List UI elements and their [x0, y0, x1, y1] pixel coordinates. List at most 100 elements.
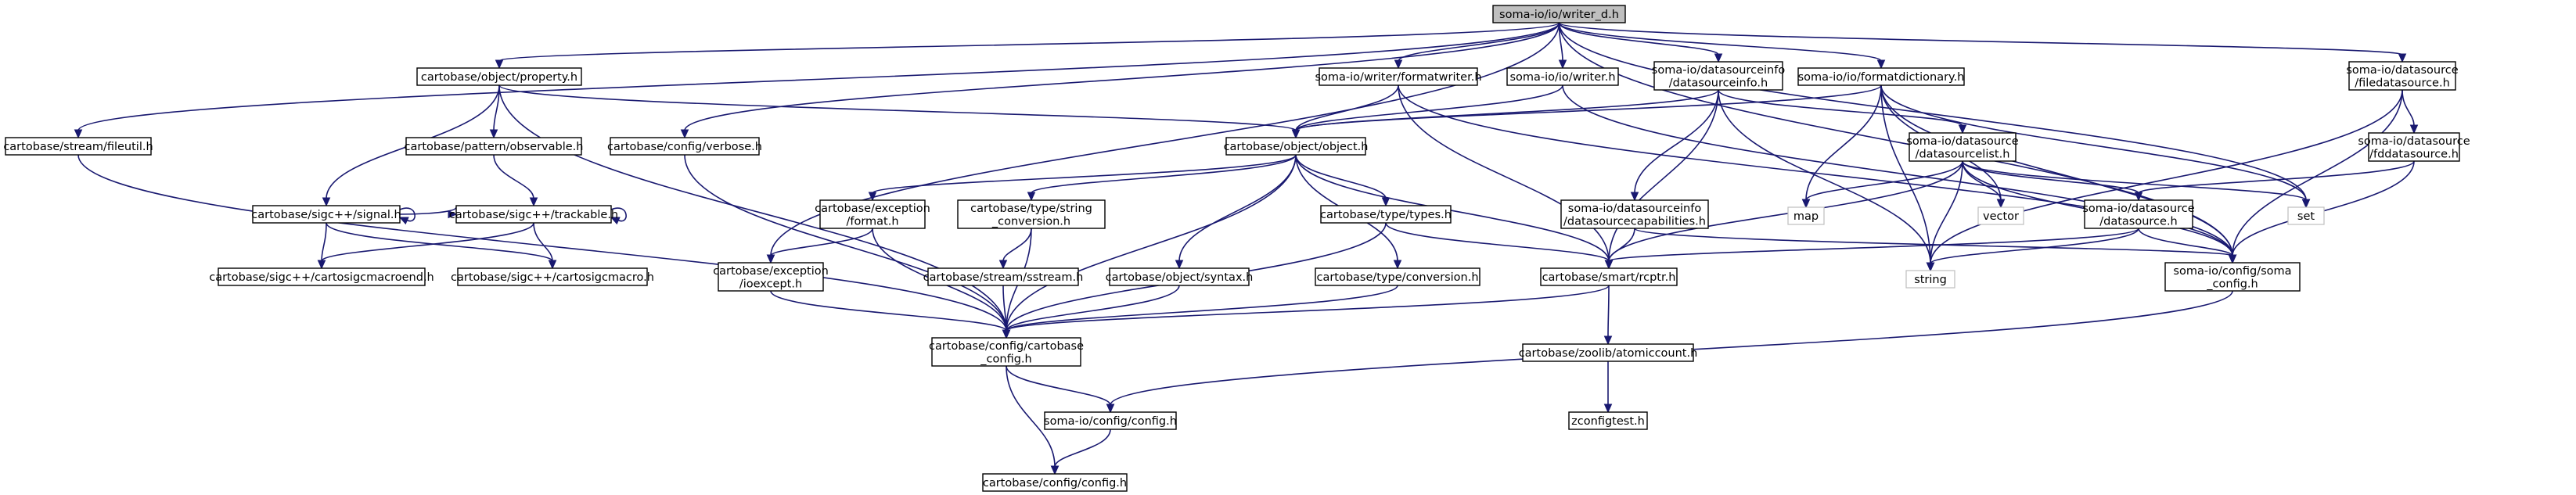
- node-somaconfig[interactable]: soma-io/config/soma_config.h: [2164, 262, 2301, 292]
- node-label: /datasourceinfo.h: [1669, 77, 1768, 89]
- node-dslist[interactable]: soma-io/datasource/datasourcelist.h: [1906, 132, 2019, 162]
- node-label: string: [1914, 274, 1947, 286]
- edge-filedatasource-to-string: [1926, 89, 2403, 272]
- node-syntax[interactable]: cartobase/object/syntax.h: [1106, 267, 1254, 286]
- node-label: soma-io/io/writer.h: [1509, 71, 1615, 84]
- node-box: [1560, 199, 1709, 229]
- node-box: [1540, 267, 1678, 286]
- edge-dslist-to-set: [1962, 160, 2311, 209]
- node-box: [252, 205, 401, 224]
- node-label: cartobase/sigc++/cartosigcmacro.h: [451, 271, 654, 284]
- node-label: /datasource.h: [2099, 215, 2178, 228]
- edge-verbose-to-cbconfig: [684, 154, 1011, 339]
- node-observable[interactable]: cartobase/pattern/observable.h: [405, 137, 584, 156]
- edge-dslist-to-map: [1801, 160, 1963, 209]
- node-label: set: [2297, 210, 2315, 223]
- node-label: cartobase/stream/fileutil.h: [3, 141, 153, 153]
- node-label: cartobase/config/config.h: [983, 477, 1127, 490]
- node-macro[interactable]: cartobase/sigc++/cartosigcmacro.h: [451, 267, 654, 286]
- edge-rcptr-to-cbconfig: [1002, 285, 1610, 339]
- edge-formatdict-to-somaconfig: [1880, 84, 2237, 264]
- node-label: /ioexcept.h: [739, 278, 802, 290]
- node-label: cartobase/sigc++/signal.h: [251, 209, 401, 221]
- node-cbconfigh[interactable]: cartobase/config/config.h: [982, 473, 1128, 492]
- node-label: cartobase/type/conversion.h: [1316, 271, 1478, 284]
- edge-dsinfo-to-dslist: [1718, 89, 1967, 135]
- node-label: cartobase/object/object.h: [1224, 141, 1369, 153]
- node-formatdict[interactable]: soma-io/io/formatdictionary.h: [1797, 67, 1965, 86]
- edge-dslist-to-vector: [1962, 160, 2006, 209]
- node-box: [2348, 61, 2456, 91]
- edge-dsinfo-to-dscaps: [1630, 89, 1719, 202]
- node-formatwriter[interactable]: soma-io/writer/formatwriter.h: [1315, 67, 1482, 86]
- node-object[interactable]: cartobase/object/object.h: [1224, 137, 1369, 156]
- edge-root-to-property: [495, 22, 1560, 70]
- node-filedatasource[interactable]: soma-io/datasource/filedatasource.h: [2346, 61, 2459, 91]
- node-root[interactable]: soma-io/io/writer_d.h: [1492, 5, 1626, 23]
- node-label: soma-io/datasource: [2082, 203, 2194, 215]
- node-box: [218, 267, 426, 286]
- node-label: soma-io/config/soma: [2173, 265, 2291, 278]
- node-box: [1522, 343, 1694, 362]
- node-box: [1315, 267, 1480, 286]
- node-fddatasource[interactable]: soma-io/datasource/fddatasource.h: [2358, 132, 2470, 162]
- node-label: soma-io/io/formatdictionary.h: [1798, 71, 1965, 84]
- node-label: soma-io/datasource: [2346, 64, 2458, 77]
- node-box: [2368, 132, 2460, 162]
- node-label: /datasourcelist.h: [1916, 148, 2010, 160]
- node-label: /datasourcecapabilities.h: [1563, 215, 1706, 228]
- node-property[interactable]: cartobase/object/property.h: [416, 67, 582, 86]
- node-label: cartobase/config/cartobase: [929, 340, 1084, 353]
- node-label: cartobase/pattern/observable.h: [405, 141, 584, 153]
- node-vector: vector: [1977, 206, 2024, 225]
- edge-atomic-to-zconfig: [1603, 361, 1613, 414]
- node-atomic[interactable]: cartobase/zoolib/atomiccount.h: [1519, 343, 1698, 362]
- node-rcptr[interactable]: cartobase/smart/rcptr.h: [1540, 267, 1678, 286]
- node-label: cartobase/sigc++/trackable.h: [449, 209, 618, 221]
- node-label: soma-io/datasource: [1906, 135, 2018, 148]
- node-label: _config.h: [980, 353, 1031, 365]
- node-box: [5, 137, 152, 156]
- node-signal[interactable]: cartobase/sigc++/signal.h: [251, 205, 401, 224]
- node-trackable[interactable]: cartobase/sigc++/trackable.h: [449, 205, 618, 224]
- node-box: [1568, 411, 1648, 430]
- node-box: [931, 337, 1081, 367]
- node-verbose[interactable]: cartobase/config/verbose.h: [607, 137, 762, 156]
- node-box: [1319, 67, 1478, 86]
- edge-object-to-types: [1295, 154, 1391, 207]
- node-somaioconfig[interactable]: soma-io/config/config.h: [1044, 411, 1177, 430]
- node-types[interactable]: cartobase/type/types.h: [1320, 205, 1452, 224]
- edge-layer: [74, 22, 2419, 475]
- edge-signal-to-signal: [398, 207, 416, 225]
- node-box: [610, 137, 760, 156]
- edge-property-to-object: [498, 84, 1301, 139]
- node-label: _conversion.h: [991, 215, 1070, 228]
- node-excformat[interactable]: cartobase/exception/format.h: [815, 199, 930, 229]
- node-writer[interactable]: soma-io/io/writer.h: [1506, 67, 1619, 86]
- edge-conversion-to-cbconfig: [1002, 285, 1398, 339]
- node-label: soma-io/config/config.h: [1044, 415, 1177, 428]
- node-sstream[interactable]: cartobase/stream/sstream.h: [923, 267, 1084, 286]
- edge-object-to-syntax: [1175, 154, 1297, 270]
- node-label: cartobase/sigc++/cartosigcmacroend.h: [209, 271, 434, 284]
- node-dscaps[interactable]: soma-io/datasourceinfo/datasourcecapabil…: [1560, 199, 1709, 229]
- node-label: soma-io/datasourceinfo: [1568, 203, 1702, 215]
- node-string: string: [1905, 270, 1955, 289]
- node-dsinfo[interactable]: soma-io/datasourceinfo/datasourceinfo.h: [1652, 61, 1786, 91]
- node-stringconv[interactable]: cartobase/type/string_conversion.h: [957, 199, 1106, 229]
- node-cbconfig[interactable]: cartobase/config/cartobase_config.h: [929, 337, 1084, 367]
- node-fileutil[interactable]: cartobase/stream/fileutil.h: [3, 137, 153, 156]
- edge-syntax-to-cbconfig: [1002, 285, 1180, 339]
- edge-stringconv-to-sstream: [998, 228, 1032, 270]
- node-label: /fddatasource.h: [2369, 148, 2459, 160]
- node-datasource[interactable]: soma-io/datasource/datasource.h: [2082, 199, 2195, 229]
- node-zconfig[interactable]: zconfigtest.h: [1568, 411, 1648, 430]
- node-box: [927, 267, 1079, 286]
- node-conversion[interactable]: cartobase/type/conversion.h: [1315, 267, 1480, 286]
- node-box: [455, 205, 612, 224]
- edge-root-to-formatwriter: [1394, 22, 1560, 70]
- node-macroend[interactable]: cartobase/sigc++/cartosigcmacroend.h: [209, 267, 434, 286]
- edge-datasource-to-rcptr: [1604, 228, 2139, 270]
- edge-dsinfo-to-rcptr: [1604, 89, 1719, 270]
- node-ioexcept[interactable]: cartobase/exception/ioexcept.h: [713, 262, 829, 292]
